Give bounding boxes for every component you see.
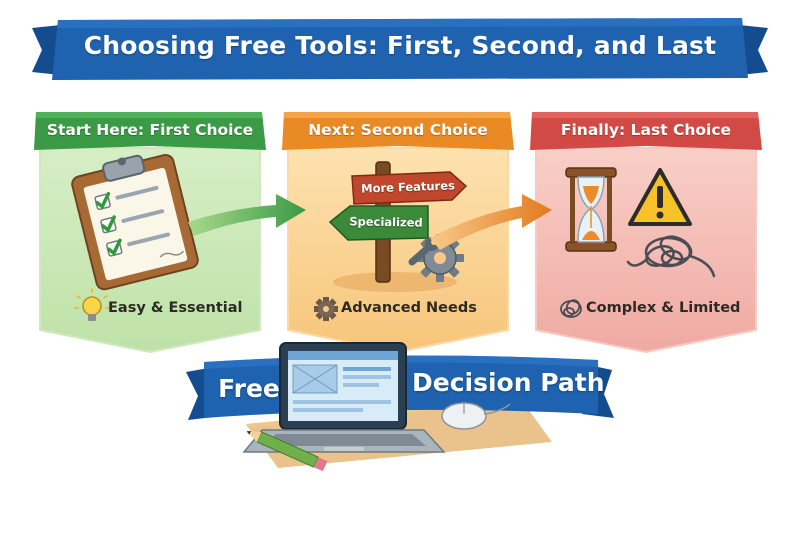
caption-complex-limited: Complex & Limited xyxy=(586,300,741,316)
caption-easy-essential: Easy & Essential xyxy=(108,300,243,316)
title-banner xyxy=(32,18,768,80)
panel-second-title: Next: Second Choice xyxy=(308,121,488,139)
bottom-banner-left-text: Free xyxy=(218,374,280,403)
panel-first-title: Start Here: First Choice xyxy=(46,121,254,139)
arrow-second-to-third xyxy=(430,194,552,250)
tangle-icon xyxy=(560,299,582,318)
lightbulb-icon xyxy=(74,288,110,321)
page-title: Choosing Free Tools: First, Second, and … xyxy=(83,31,717,60)
pencil-icon xyxy=(246,431,328,472)
signpost-icon xyxy=(328,161,468,283)
bottom-banner-right-text: Decision Path xyxy=(412,368,605,397)
caption-advanced-needs: Advanced Needs xyxy=(341,300,477,316)
gear-icon xyxy=(314,297,338,321)
sign-specialized: Specialized xyxy=(349,214,423,230)
arrow-first-to-second xyxy=(188,194,306,236)
panel-third-title: Finally: Last Choice xyxy=(560,121,732,139)
hourglass-icon xyxy=(565,167,617,252)
tangled-rope-icon xyxy=(626,235,716,278)
warning-icon xyxy=(628,168,692,226)
mouse-icon xyxy=(441,402,511,430)
clipboard-icon xyxy=(71,153,199,291)
